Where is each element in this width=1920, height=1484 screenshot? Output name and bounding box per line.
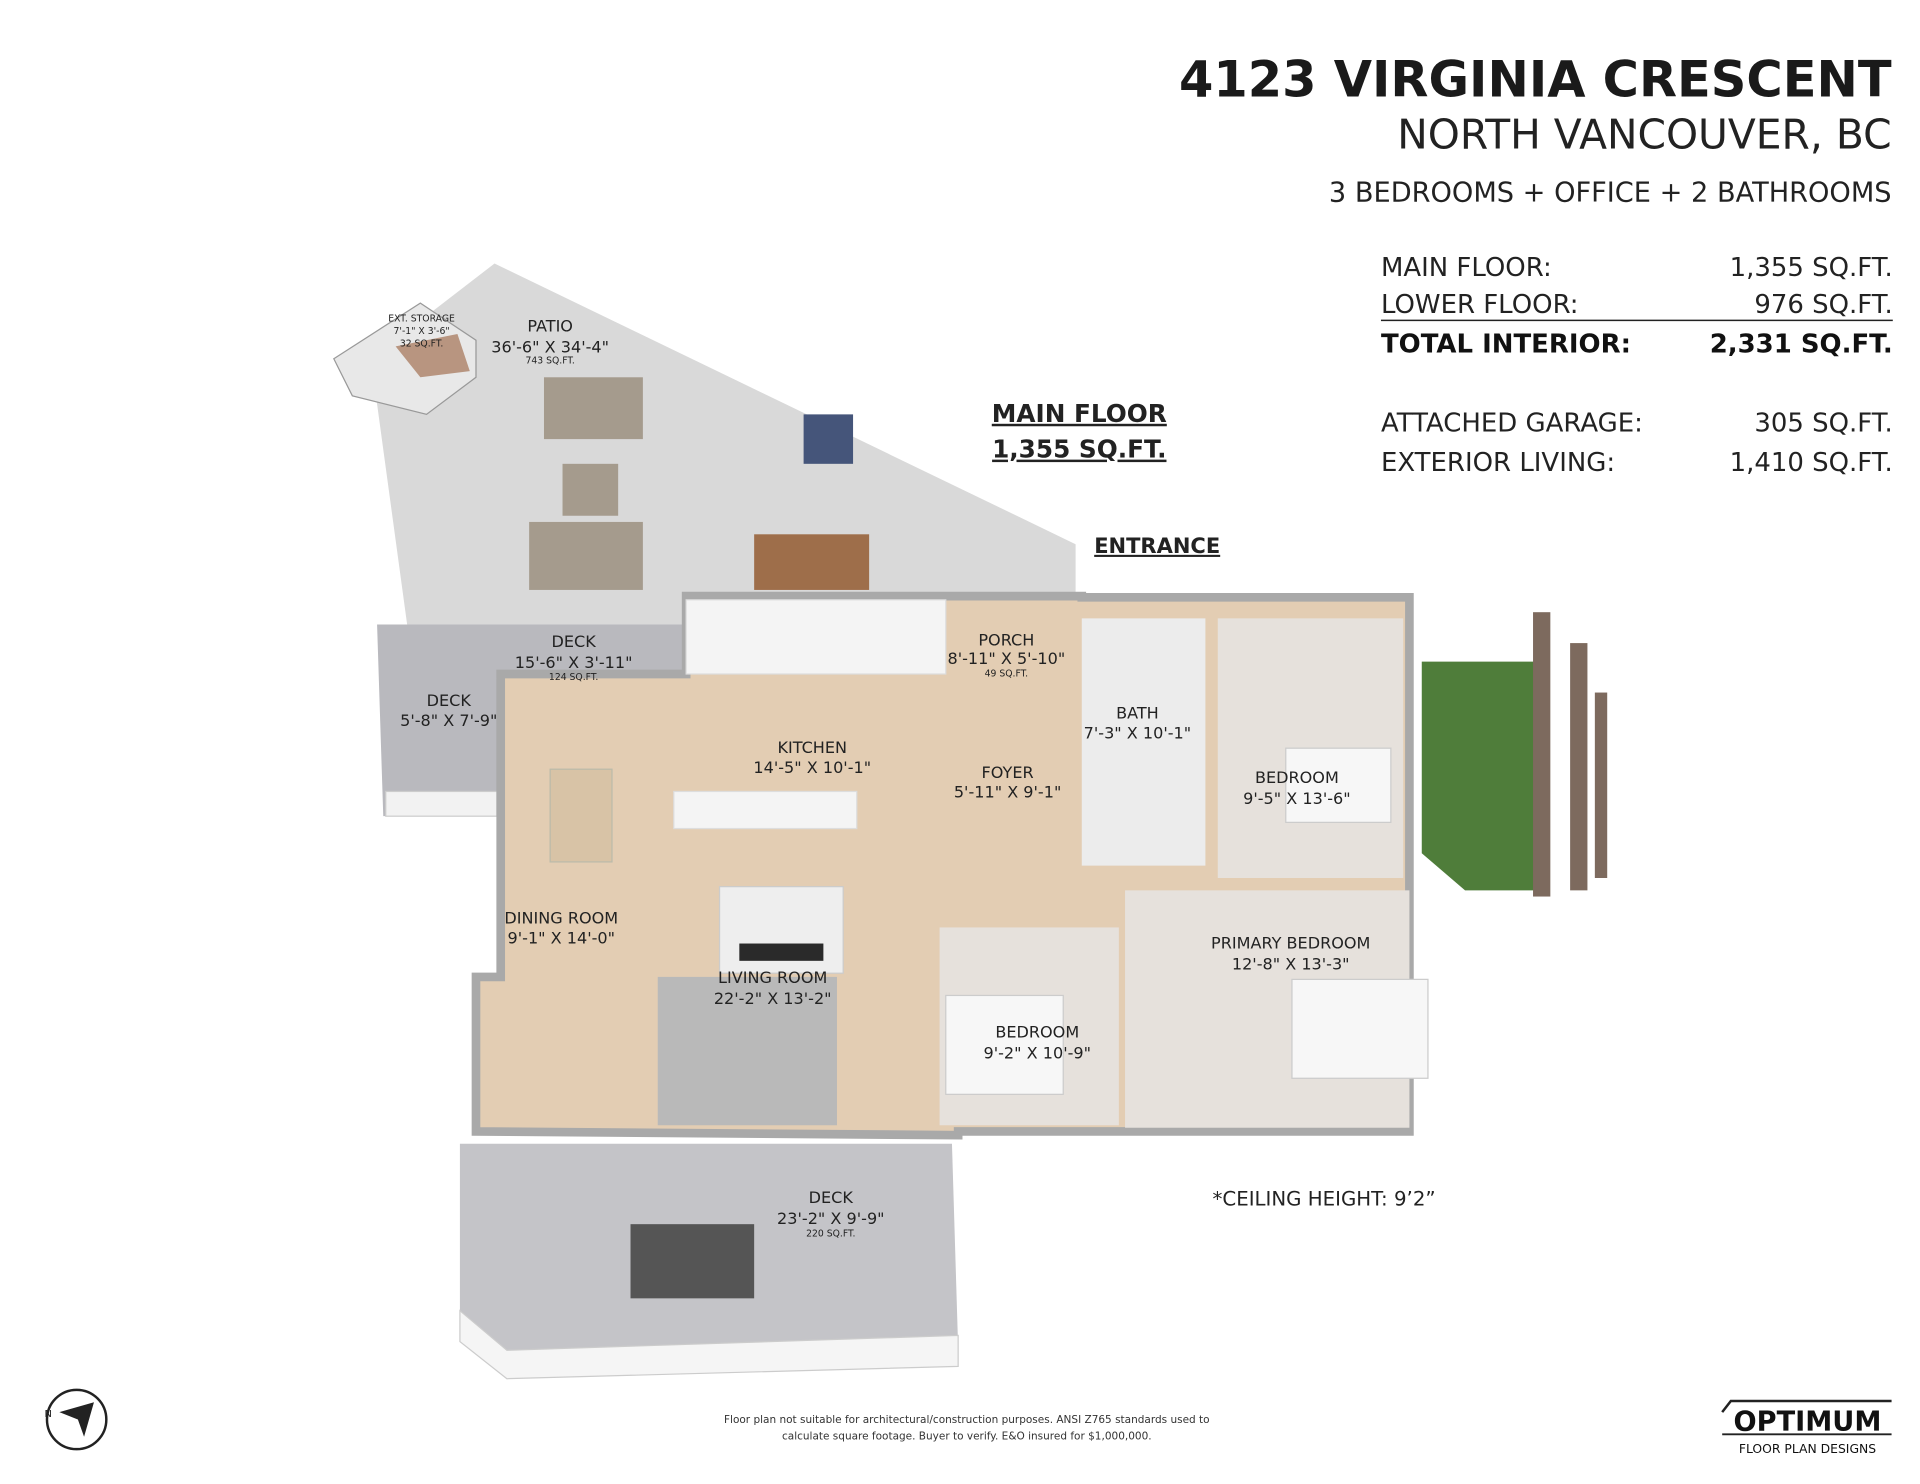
bedroom-2-bed [945,994,1064,1095]
logo-subtext: FLOOR PLAN DESIGNS [1739,1442,1876,1456]
room-name: DECK [427,691,472,710]
city-subtitle: NORTH VANCOUVER, BC [1397,111,1891,159]
stat-label: TOTAL INTERIOR: [1381,330,1631,360]
room-name: KITCHEN [777,738,847,757]
patio-sofa [543,377,643,440]
room-summary: 3 BEDROOMS + OFFICE + 2 BATHROOMS [1329,178,1892,209]
stat-label: MAIN FLOOR: [1381,253,1552,283]
storage-floor [395,334,470,378]
fireplace-insert [739,943,824,961]
room-name: DINING ROOM [504,909,618,928]
room-name: DECK [809,1188,854,1207]
room-dims: 23'-2" X 9'-9" [777,1209,885,1228]
deck-dining-table [630,1224,755,1299]
room-name: BATH [1116,704,1159,723]
room-dims: 5'-11" X 9'-1" [954,783,1062,802]
kitchen-island [673,790,858,830]
room-dims: 9'-2" X 10'-9" [984,1043,1092,1062]
logo-text: OPTIMUM [1734,1407,1882,1438]
room-name: BEDROOM [995,1022,1079,1041]
compass-icon: N [45,1388,108,1451]
lawn [1421,661,1546,891]
compass-north-label: N [45,1409,52,1420]
room-dims: 5'-8" X 7'-9" [400,711,497,730]
room-dims: 9'-1" X 14'-0" [508,929,616,948]
deck-bottom-railing [459,1309,959,1380]
stat-label: LOWER FLOOR: [1381,290,1579,320]
room-dims: 12'-8" X 13'-3" [1232,954,1350,973]
room-dims: 7'-3" X 10'-1" [1084,723,1192,742]
stat-value: 976 SQ.FT. [1754,290,1892,320]
room-area: 124 SQ.FT. [549,672,598,683]
room-area: 220 SQ.FT. [806,1229,855,1240]
address-title: 4123 VIRGINIA CRESCENT [1179,51,1892,109]
patio-table [562,463,619,516]
room-name: PRIMARY BEDROOM [1211,933,1370,952]
room-dims: 7'-1" X 3'-6" [394,326,450,337]
stat-value: 1,355 SQ.FT. [1730,253,1893,283]
room-name: LIVING ROOM [718,968,827,987]
rug [657,976,837,1126]
room-name: FOYER [982,763,1034,782]
room-name: EXT. STORAGE [388,314,455,325]
room-name: BEDROOM [1255,768,1339,787]
kitchen-counter [685,599,947,675]
storage-shed [333,302,477,416]
patio-surface [370,263,1076,631]
room-name: DECK [552,632,597,651]
bedroom-1-bed [1285,747,1392,823]
room-labels: EXT. STORAGE 7'-1" X 3'-6" 32 SQ.FT. PAT… [388,314,1370,1240]
primary-bed [1291,978,1429,1079]
disclaimer-line-1: Floor plan not suitable for architectura… [724,1414,1210,1426]
disclaimer-line-2: calculate square footage. Buyer to verif… [782,1430,1152,1442]
entrance-label: ENTRANCE [1094,533,1220,558]
room-dims: 14'-5" X 10'-1" [753,758,871,777]
room-area: 49 SQ.FT. [985,668,1029,679]
stat-value: 305 SQ.FT. [1754,409,1892,439]
room-dims: 36'-6" X 34'-4" [491,338,609,357]
patio-sofa [529,521,643,590]
stat-value: 2,331 SQ.FT. [1710,330,1893,360]
room-dims: 9'-5" X 13'-6" [1243,789,1351,808]
room-dims: 15'-6" X 3'-11" [515,653,633,672]
room-area: 32 SQ.FT. [400,338,444,349]
floor-title: MAIN FLOOR [992,399,1167,428]
area-stats: MAIN FLOOR: 1,355 SQ.FT. LOWER FLOOR: 97… [1381,253,1893,478]
room-area: 743 SQ.FT. [525,356,574,367]
stat-label: EXTERIOR LIVING: [1381,448,1615,478]
room-dims: 22'-2" X 13'-2" [714,989,832,1008]
optimum-logo: OPTIMUM FLOOR PLAN DESIGNS [1721,1399,1892,1456]
room-name: PORCH [978,631,1034,650]
fence [1533,612,1608,897]
bath-floor [1081,618,1206,866]
room-dims: 8'-11" X 5'-10" [947,649,1065,668]
ceiling-height-note: *CEILING HEIGHT: 9’2” [1213,1188,1436,1211]
deck-left-railing [385,790,498,817]
floor-area: 1,355 SQ.FT. [992,435,1166,464]
patio-dining-table [754,534,870,590]
stat-value: 1,410 SQ.FT. [1730,448,1893,478]
bbq-grill [803,414,854,464]
stat-label: ATTACHED GARAGE: [1381,409,1643,439]
dining-table [549,768,613,863]
room-name: PATIO [527,317,573,336]
